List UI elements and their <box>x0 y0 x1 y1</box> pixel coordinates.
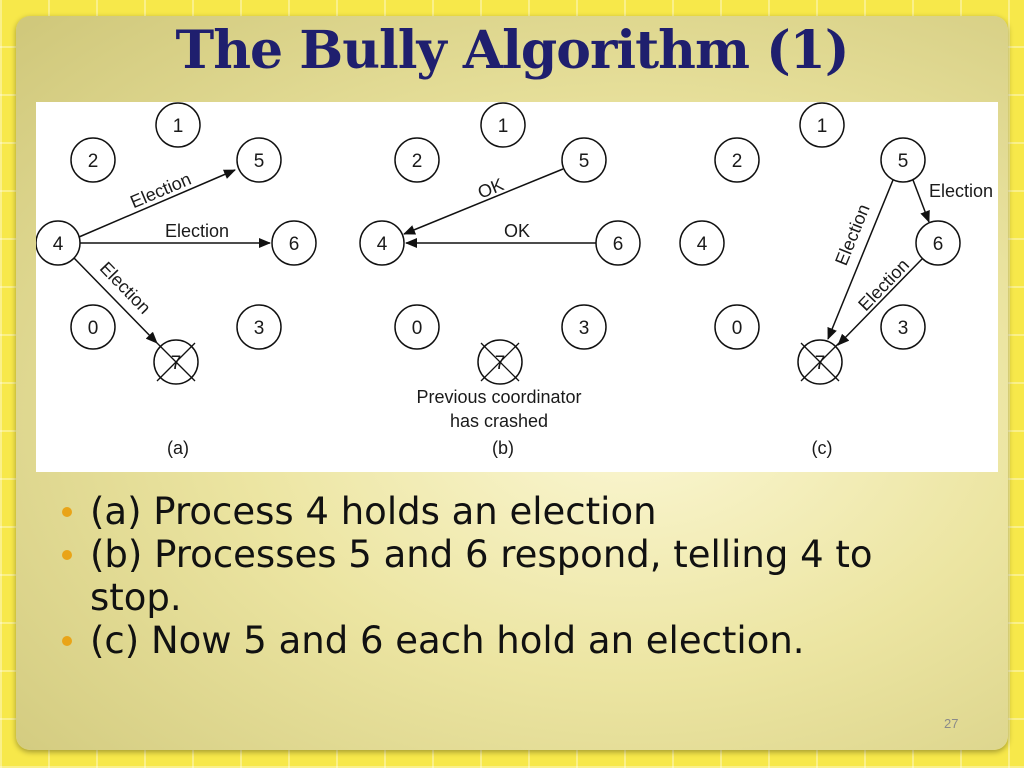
arrow-4-to-5 <box>78 169 236 238</box>
arrow-6-to-7 <box>837 258 923 346</box>
crashed-note-line2: has crashed <box>450 411 548 431</box>
svg-text:7: 7 <box>495 353 506 374</box>
svg-text:4: 4 <box>377 234 388 255</box>
svg-text:1: 1 <box>817 116 828 137</box>
arrow-5-to-6 <box>912 179 930 223</box>
node-1: 1 <box>480 102 526 148</box>
svg-text:1: 1 <box>498 116 509 137</box>
node-6: 6 <box>271 220 317 266</box>
node-0: 0 <box>714 304 760 350</box>
svg-text:3: 3 <box>579 318 590 339</box>
node-0: 0 <box>70 304 116 350</box>
label-election-5-6: Election <box>929 181 993 201</box>
bullet-item: (b) Processes 5 and 6 respond, telling 4… <box>60 533 960 619</box>
svg-text:5: 5 <box>254 151 265 172</box>
panel-b: 1 2 5 4 6 0 3 7 OK OK Previous coordinat… <box>359 102 641 458</box>
node-2: 2 <box>714 137 760 183</box>
panel-a: 1 2 5 4 6 0 3 7 Election Election Electi… <box>36 102 317 458</box>
svg-text:2: 2 <box>88 151 99 172</box>
svg-text:0: 0 <box>732 318 743 339</box>
svg-text:1: 1 <box>173 116 184 137</box>
svg-text:2: 2 <box>412 151 423 172</box>
label-ok-5-4: OK <box>475 174 507 202</box>
caption-a: (a) <box>167 438 189 458</box>
node-5: 5 <box>880 137 926 183</box>
bullet-list: (a) Process 4 holds an election (b) Proc… <box>60 490 960 662</box>
node-5: 5 <box>236 137 282 183</box>
svg-text:6: 6 <box>613 234 624 255</box>
caption-b: (b) <box>492 438 514 458</box>
node-1: 1 <box>799 102 845 148</box>
label-ok-6-4: OK <box>504 221 530 241</box>
svg-text:5: 5 <box>898 151 909 172</box>
svg-text:0: 0 <box>412 318 423 339</box>
node-2: 2 <box>70 137 116 183</box>
svg-text:3: 3 <box>254 318 265 339</box>
node-3: 3 <box>880 304 926 350</box>
node-6: 6 <box>915 220 961 266</box>
page-number: 27 <box>944 716 959 731</box>
node-7-crashed: 7 <box>153 339 199 385</box>
slide-title: The Bully Algorithm (1) <box>175 20 850 81</box>
node-3: 3 <box>236 304 282 350</box>
label-election-4-6: Election <box>165 221 229 241</box>
node-1: 1 <box>155 102 201 148</box>
node-3: 3 <box>561 304 607 350</box>
svg-text:6: 6 <box>289 234 300 255</box>
caption-c: (c) <box>812 438 833 458</box>
node-0: 0 <box>394 304 440 350</box>
svg-text:7: 7 <box>815 353 826 374</box>
bullet-item: (a) Process 4 holds an election <box>60 490 960 533</box>
arrow-4-to-7 <box>73 257 158 344</box>
node-7-crashed: 7 <box>797 339 843 385</box>
svg-text:2: 2 <box>732 151 743 172</box>
node-7-crashed: 7 <box>477 339 523 385</box>
arrow-5-to-4 <box>403 168 564 235</box>
node-4: 4 <box>36 220 81 266</box>
label-election-4-5: Election <box>127 169 194 212</box>
svg-text:4: 4 <box>53 234 64 255</box>
panel-c: 1 2 5 4 6 0 3 7 Election Election Electi… <box>679 102 993 458</box>
node-2: 2 <box>394 137 440 183</box>
svg-text:7: 7 <box>171 353 182 374</box>
svg-text:5: 5 <box>579 151 590 172</box>
bully-algorithm-figure: 1 2 5 4 6 0 3 7 Election Election Electi… <box>36 102 998 472</box>
node-6: 6 <box>595 220 641 266</box>
svg-text:6: 6 <box>933 234 944 255</box>
figure-svg: 1 2 5 4 6 0 3 7 Election Election Electi… <box>36 102 993 458</box>
node-4: 4 <box>359 220 405 266</box>
crashed-note-line1: Previous coordinator <box>416 387 581 407</box>
svg-text:4: 4 <box>697 234 708 255</box>
label-election-5-7: Election <box>831 201 874 268</box>
node-5: 5 <box>561 137 607 183</box>
bullet-item: (c) Now 5 and 6 each hold an election. <box>60 619 960 662</box>
arrow-5-to-7 <box>827 179 894 340</box>
node-4: 4 <box>679 220 725 266</box>
svg-text:0: 0 <box>88 318 99 339</box>
svg-text:3: 3 <box>898 318 909 339</box>
